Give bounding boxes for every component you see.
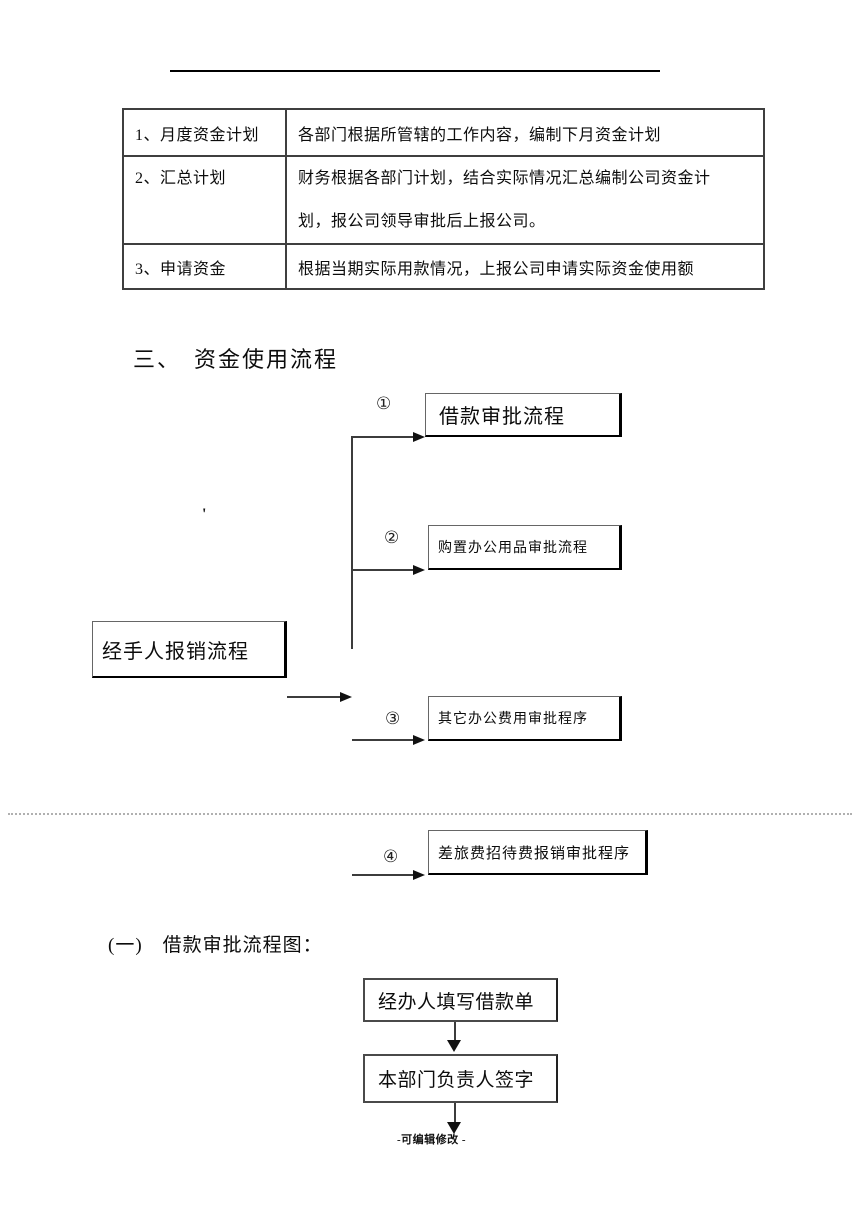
connector-trunk-line (351, 436, 353, 649)
flow-box-label: 购置办公用品审批流程 (438, 541, 588, 556)
branch-number-3: ③ (385, 709, 401, 728)
source-arrow-line (287, 696, 341, 698)
branch-3-line (352, 739, 414, 741)
loan-step-label: 经办人填写借款单 (378, 991, 535, 1013)
row-desc-line2: 划，报公司领导审批后上报公司。 (298, 213, 546, 230)
table-row: 2、汇总计划 财务根据各部门计划，结合实际情况汇总编制公司资金计 划，报公司领导… (122, 155, 765, 245)
arrowhead-down (447, 1122, 461, 1134)
arrowhead-right (413, 432, 425, 442)
arrowhead-right (413, 870, 425, 880)
stray-apostrophe-mark: ' (202, 506, 207, 523)
row-desc-line1: 财务根据各部门计划，结合实际情况汇总编制公司资金计 (298, 170, 711, 187)
branch-number-1: ① (376, 394, 392, 413)
branch-4-line (352, 874, 414, 876)
arrowhead-right (413, 565, 425, 575)
header-rule (170, 70, 660, 72)
down-arrow-line (454, 1022, 456, 1042)
down-arrow-line (454, 1103, 456, 1124)
flow-box-other-office-expense: 其它办公费用审批程序 (428, 696, 622, 741)
flow-box-label: 经手人报销流程 (102, 640, 249, 663)
flow-box-travel-entertainment: 差旅费招待费报销审批程序 (428, 830, 648, 875)
branch-number-2: ② (384, 528, 400, 547)
subsection-heading: (一) 借款审批流程图： (108, 935, 323, 956)
flow-box-label: 其它办公费用审批程序 (438, 712, 588, 727)
loan-step-box-1: 经办人填写借款单 (363, 978, 558, 1022)
table-row: 1、月度资金计划 各部门根据所管辖的工作内容，编制下月资金计划 (122, 108, 765, 157)
flow-box-reimbursement-source: 经手人报销流程 (92, 621, 287, 678)
branch-2-line (352, 569, 414, 571)
flow-box-office-supplies: 购置办公用品审批流程 (428, 525, 622, 570)
flow-box-loan-approval: 借款审批流程 (425, 393, 622, 437)
editable-note: -可编辑修改 - (397, 1134, 467, 1146)
section-heading: 三、 资金使用流程 (133, 347, 339, 372)
branch-number-4: ④ (383, 847, 399, 866)
arrowhead-right (413, 735, 425, 745)
page-break-dotted-line (8, 813, 852, 815)
row-label: 3、申请资金 (122, 243, 287, 290)
table-row: 3、申请资金 根据当期实际用款情况，上报公司申请实际资金使用额 (122, 243, 765, 290)
loan-step-label: 本部门负责人签字 (378, 1070, 535, 1091)
loan-step-box-2: 本部门负责人签字 (363, 1054, 558, 1103)
row-desc: 各部门根据所管辖的工作内容，编制下月资金计划 (285, 108, 765, 157)
row-label: 2、汇总计划 (122, 155, 287, 245)
flow-box-label: 差旅费招待费报销审批程序 (438, 845, 631, 862)
arrowhead-down (447, 1040, 461, 1052)
flow-box-label: 借款审批流程 (439, 406, 565, 428)
row-label: 1、月度资金计划 (122, 108, 287, 157)
row-desc: 财务根据各部门计划，结合实际情况汇总编制公司资金计 划，报公司领导审批后上报公司… (285, 155, 765, 245)
arrowhead-right (340, 692, 352, 702)
row-desc: 根据当期实际用款情况，上报公司申请实际资金使用额 (285, 243, 765, 290)
fund-plan-table: 1、月度资金计划 各部门根据所管辖的工作内容，编制下月资金计划 2、汇总计划 财… (122, 108, 765, 290)
branch-1-line (352, 436, 414, 438)
